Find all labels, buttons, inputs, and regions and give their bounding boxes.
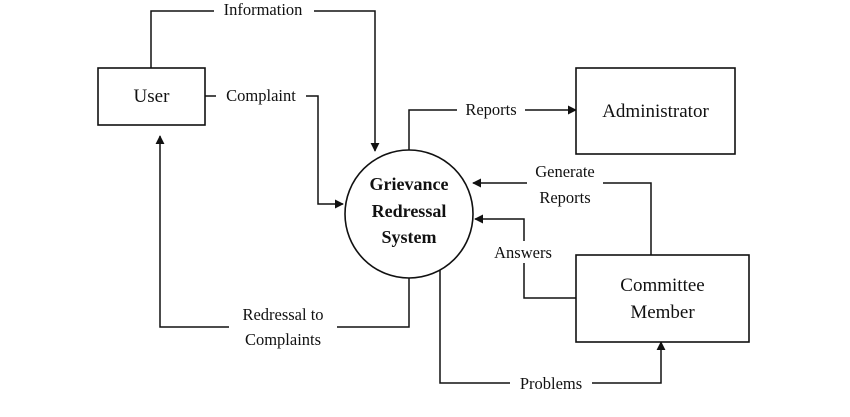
- entity-committee-label-line1: Committee: [620, 275, 704, 296]
- flow-information-label: Information: [224, 0, 303, 19]
- flow-reports-label: Reports: [465, 100, 516, 119]
- entity-user-label: User: [134, 86, 171, 107]
- process-label-line2: Redressal: [372, 201, 447, 221]
- entity-user: User: [97, 67, 206, 126]
- flow-problems-label: Problems: [520, 374, 582, 393]
- flow-redressal-label-line1: Redressal to: [242, 305, 323, 324]
- flow-complaint-line: [205, 95, 344, 209]
- process-grievance-redressal-system: Grievance Redressal System: [344, 149, 474, 279]
- flow-redressal-label-line2: Complaints: [245, 330, 321, 349]
- process-label-line3: System: [382, 227, 437, 247]
- process-label-line1: Grievance: [370, 174, 449, 194]
- entity-committee-member: Committee Member: [575, 254, 750, 343]
- flow-generate-reports-label-line2: Reports: [539, 188, 590, 207]
- entity-committee-label-line2: Member: [630, 302, 695, 323]
- entity-administrator: Administrator: [575, 67, 736, 155]
- flow-complaint-label: Complaint: [226, 86, 296, 105]
- flow-generate-reports-label-line1: Generate: [535, 162, 595, 181]
- flow-answers-label: Answers: [494, 243, 552, 262]
- entity-administrator-label: Administrator: [602, 101, 709, 122]
